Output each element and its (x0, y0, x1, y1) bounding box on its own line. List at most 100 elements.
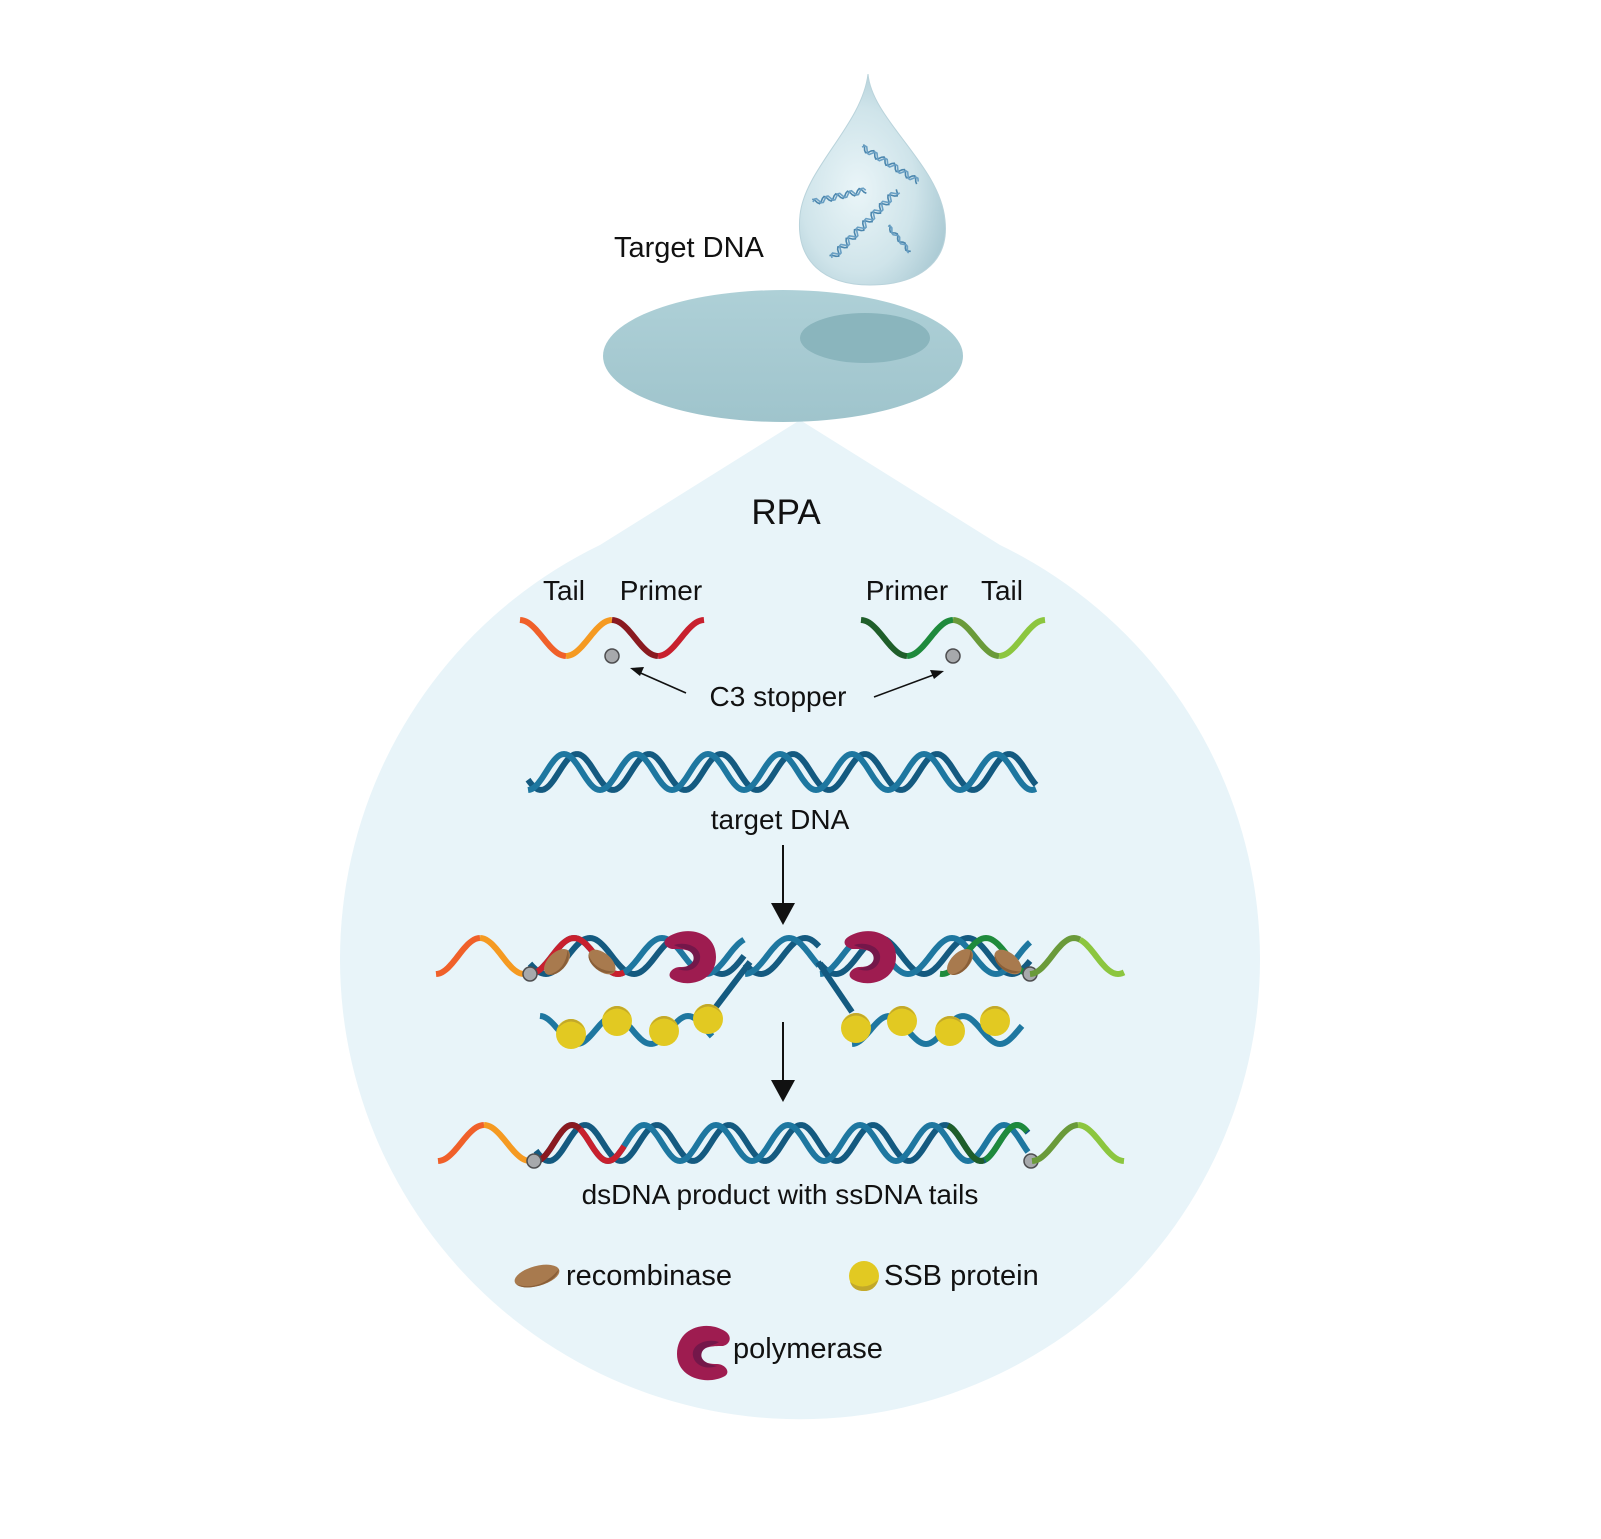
target-dna-helix (525, 750, 1039, 794)
drop-dna-4 (887, 224, 911, 254)
recombinase-body (947, 949, 973, 975)
ssb-protein-icon (841, 1013, 871, 1043)
ssdna-segment (657, 617, 705, 659)
product-primer-right (946, 1122, 985, 1164)
arrow-head (771, 903, 795, 925)
ssb-shade (557, 1019, 585, 1029)
recombinase-body (588, 949, 616, 975)
process-arrow-1 (771, 845, 795, 925)
drop-dna-2 (812, 187, 867, 205)
legend-item-ssb: SSB protein (849, 1260, 1039, 1292)
ssb-shade (936, 1016, 964, 1026)
mini-strand (812, 187, 867, 205)
arrow-head (771, 1080, 795, 1102)
product-primer-left (577, 1127, 627, 1165)
recombinase-icon (588, 949, 616, 975)
right-primer-label: Primer (866, 575, 948, 606)
ssb-body (693, 1004, 723, 1034)
ssb-protein-icon (693, 1004, 723, 1034)
left-tail (435, 935, 481, 977)
bubble-shape (340, 420, 1260, 1420)
recombinase-shade (588, 954, 615, 974)
c3-stopper-icon (604, 648, 620, 664)
product-primer-right (983, 1121, 1030, 1163)
recombinase-icon (514, 1264, 560, 1288)
target-helix-back (525, 751, 1039, 793)
product-tail-left (483, 1122, 531, 1164)
ssdna-segment (519, 617, 567, 659)
left-tail (479, 935, 532, 978)
rpa-bubble (340, 420, 1260, 1420)
ssb-body (980, 1006, 1010, 1036)
legend-item-recombinase: recombinase (514, 1260, 732, 1292)
mini-strand (829, 189, 899, 258)
ssb-shade (694, 1004, 722, 1014)
product-dna (437, 1121, 1125, 1169)
sample-drop (798, 73, 946, 286)
c3-stopper-icon (526, 1153, 542, 1169)
drop-icon (798, 73, 946, 286)
recombinase-body (544, 949, 570, 975)
drop-dna-1 (861, 144, 920, 185)
ssdna-segment (611, 617, 659, 659)
ssb-shade (842, 1013, 870, 1023)
sample-pad (603, 290, 963, 422)
ssb-body (841, 1013, 871, 1043)
ssb-protein-icon (849, 1261, 879, 1291)
polymerase-icon (677, 1325, 730, 1381)
ssb-shade (650, 1016, 678, 1026)
c3-stopper-icon (522, 966, 538, 982)
product-tail-right (1077, 1122, 1125, 1164)
drop-dna-strands (812, 144, 920, 259)
recombinase-body (994, 949, 1022, 975)
ssb-body (887, 1006, 917, 1036)
ssdna-segment (952, 617, 1000, 659)
mini-strand (830, 191, 901, 259)
drop-dna-3 (829, 189, 901, 259)
mini-strand (812, 187, 867, 204)
ssb-shade (888, 1006, 916, 1016)
center-duplex-back (742, 934, 822, 978)
ssdna-segment (860, 617, 908, 659)
ssb-body (935, 1016, 965, 1046)
sample-title: Target DNA (614, 232, 765, 264)
legend: recombinase SSB protein polymerase (514, 1260, 1039, 1381)
polymerase-icon (844, 931, 896, 984)
ssb-protein-icon (887, 1006, 917, 1036)
stopper-arrowhead-left (630, 667, 644, 676)
legend-item-polymerase: polymerase (677, 1325, 883, 1381)
displaced-strand-right (815, 960, 855, 1014)
recombinase-shade (548, 949, 569, 975)
ssb-protein-icon (649, 1016, 679, 1046)
ssb-body (649, 1016, 679, 1046)
product-tail-right (1031, 1122, 1079, 1164)
recombinase-icon (544, 949, 570, 975)
pad-spot (800, 313, 930, 363)
stopper-arrow-right (873, 673, 937, 698)
ssb-body (556, 1019, 586, 1049)
ssdna-segment (565, 617, 613, 659)
ssb-protein-icon (935, 1016, 965, 1046)
legend-label: recombinase (566, 1260, 732, 1292)
stopper-label: C3 stopper (710, 681, 847, 712)
legend-label: polymerase (733, 1333, 883, 1365)
right-tail (1029, 934, 1082, 977)
product-label: dsDNA product with ssDNA tails (582, 1179, 979, 1210)
polymerase-icon (664, 931, 716, 984)
recombinase-shade (951, 949, 972, 975)
process-arrow-2 (771, 1022, 795, 1102)
right-tail-label: Tail (981, 575, 1023, 606)
ssb-body (602, 1006, 632, 1036)
amplification-stage (435, 931, 1126, 1049)
c3-stopper-icon (945, 648, 961, 664)
mini-strand (887, 225, 910, 254)
polymerase-shade (854, 943, 881, 971)
recombinase-icon (994, 949, 1022, 975)
displaced-strand-left (709, 960, 753, 1014)
left-tail-label: Tail (543, 575, 585, 606)
product-tail-left (437, 1122, 485, 1164)
product-duplex-back (533, 1122, 1031, 1164)
center-duplex-front (744, 934, 822, 977)
stopper-arrowhead-right (930, 670, 944, 679)
